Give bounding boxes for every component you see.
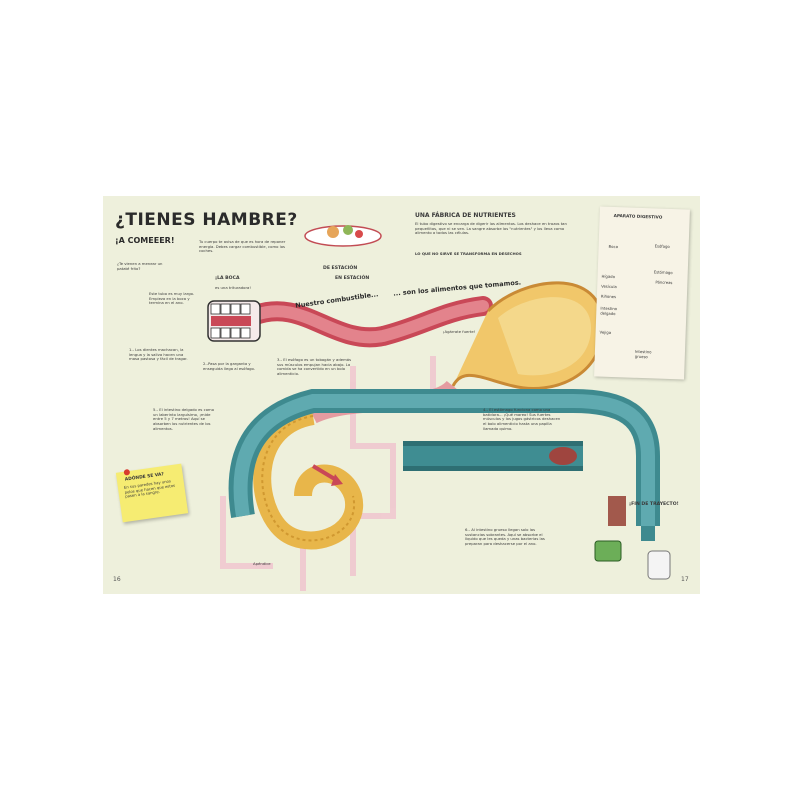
factory-footer: LO QUE NO SIRVE SE TRANSFORMA EN DESECHO… xyxy=(415,251,522,256)
diagram-label-esofago: Esófago xyxy=(654,243,670,249)
step-2-text: 2.-Pasa por la garganta y enseguida lleg… xyxy=(203,361,256,371)
intro-question: ¿Te vienen a menear un pataté frito? xyxy=(117,261,163,271)
tube-intro: Este tubo es muy largo. Empieza en la bo… xyxy=(149,291,195,306)
diagram-label-pancreas: Páncreas xyxy=(655,279,673,286)
pin-icon xyxy=(123,468,131,476)
diagram-label-intestino-delgado: Intestino delgado xyxy=(600,305,618,316)
diagram-label-vejiga: Vejiga xyxy=(599,329,612,335)
factory-body: El tubo digestivo se encarga de digerir … xyxy=(415,221,567,236)
diagram-label-boca: Boca xyxy=(608,243,619,250)
digestive-diagram-card: APARATO DIGESTIVO Boca Esófago Estómago … xyxy=(594,206,690,380)
station-text-2: EN ESTACIÓN xyxy=(335,276,370,281)
step-1-text: 1.- Los dientes machacan, la lengua y la… xyxy=(129,347,188,362)
toilet-icon xyxy=(647,550,671,580)
page-title: ¿TIENES HAMBRE? xyxy=(115,210,298,230)
book-spread: ¿TIENES HAMBRE? ¡A COMEEER! ¿Te vienen a… xyxy=(103,196,700,594)
page-number-left: 16 xyxy=(113,576,121,583)
hold-on-text: ¡Agárrate fuerte! xyxy=(443,329,476,334)
diagram-label-estomago: Estómago xyxy=(653,269,673,276)
step-5-text: 5.- El intestino delgado es como un labe… xyxy=(153,407,215,431)
diagram-label-intestino-grueso: Intestino grueso xyxy=(634,348,652,359)
diagram-label-vesicula: Vesícula xyxy=(601,283,617,290)
diagram-title: APARATO DIGESTIVO xyxy=(613,212,663,220)
digestive-illustration xyxy=(207,225,671,591)
mouth-label: ¡LA BOCA xyxy=(215,276,240,281)
step-3-text: 3.- El esófago es un tobogán y además su… xyxy=(277,357,352,377)
mouth-sublabel: es una trituradora! xyxy=(215,285,251,290)
station-text-1: DE ESTACIÓN xyxy=(323,266,358,271)
diagram-label-higado: Hígado xyxy=(601,273,616,280)
end-of-trip-text: ¡FIN DE TRAYECTO! xyxy=(629,502,679,507)
step-6-text: 6.- Al intestino grueso llegan solo las … xyxy=(465,527,545,547)
sticky-note: ADÓNDE SE VA? En sus paredes hay unos pe… xyxy=(115,463,189,523)
appendix-label: Apéndice xyxy=(253,561,271,566)
energy-text: Tu cuerpo te avisa de que es hora de rep… xyxy=(199,239,286,254)
food-plate-icon xyxy=(304,225,382,247)
step-4-text: 4.- El estómago funciona como una batido… xyxy=(483,407,561,431)
page-number-right: 17 xyxy=(681,576,689,583)
page-subtitle: ¡A COMEEER! xyxy=(115,236,175,245)
diagram-label-rinones: Riñones xyxy=(600,293,617,300)
factory-title: UNA FÁBRICA DE NUTRIENTES xyxy=(415,212,516,219)
pot-icon xyxy=(594,540,622,562)
